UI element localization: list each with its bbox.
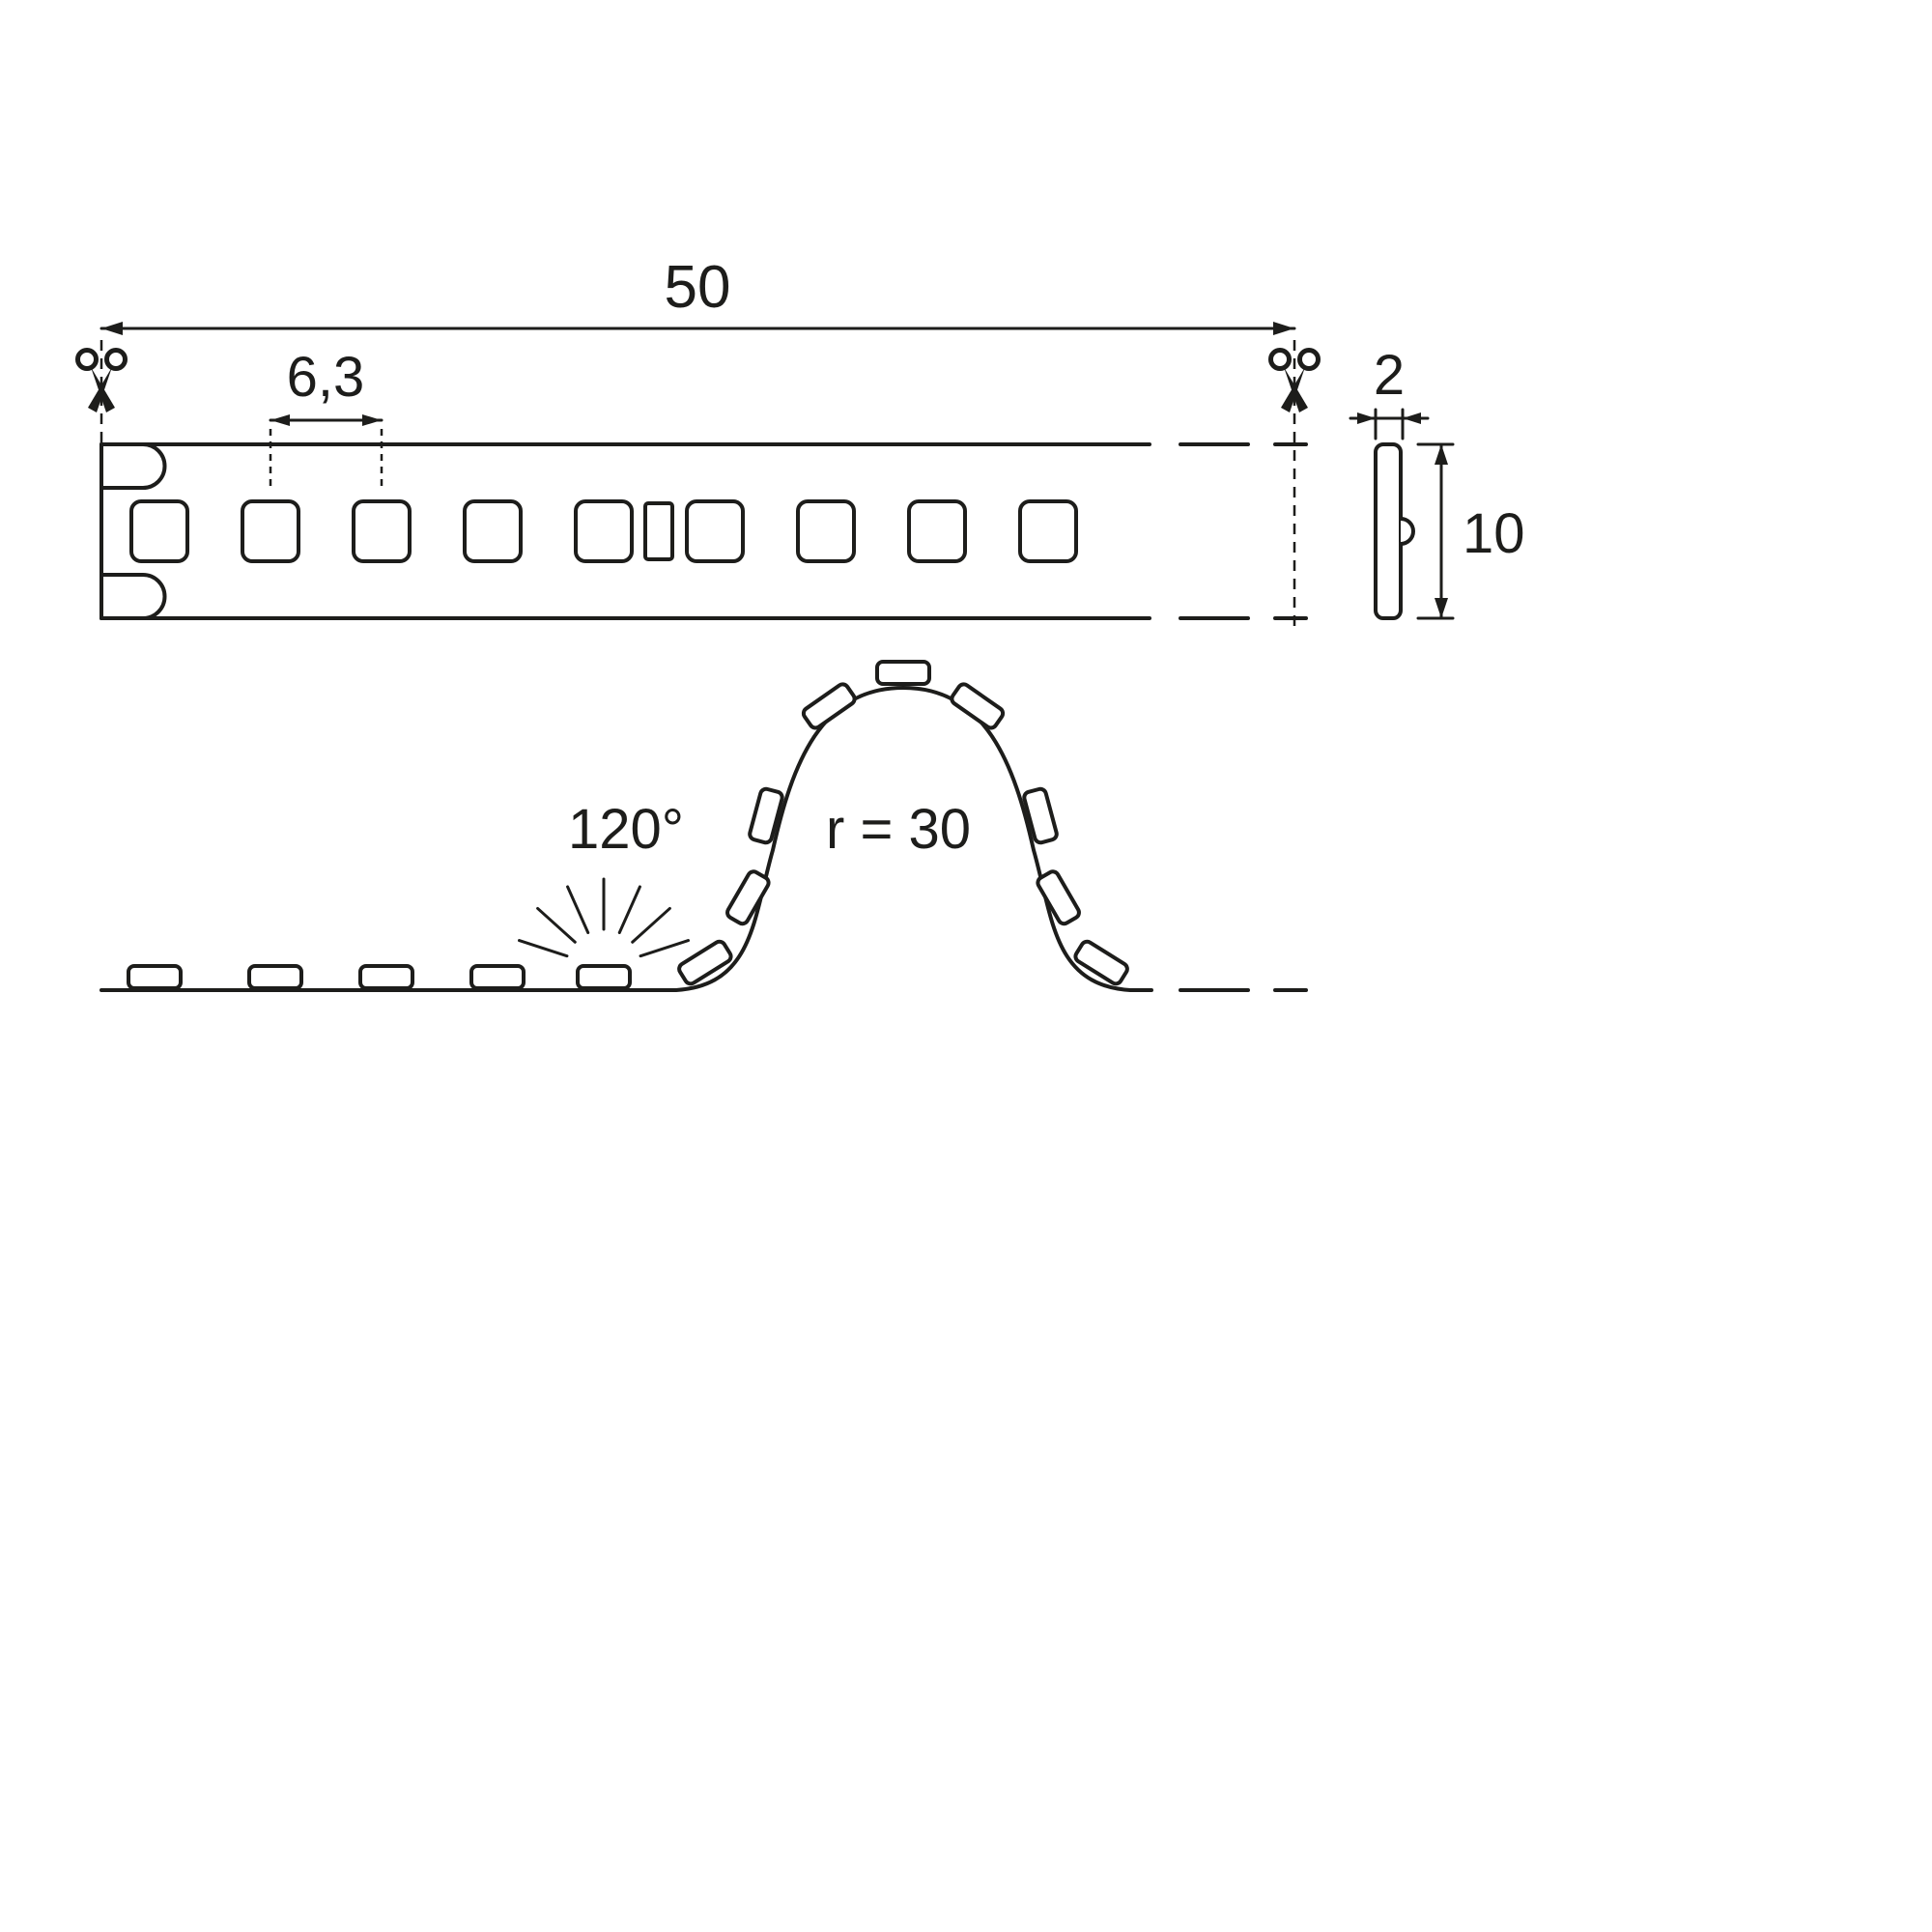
led (574, 499, 634, 563)
light-ray (617, 885, 641, 934)
profile-led (674, 937, 735, 988)
profile-led (948, 680, 1008, 732)
contact-pad-bottom (99, 573, 167, 620)
profile-led (469, 964, 526, 990)
arrowhead-right (1403, 412, 1421, 424)
top-view-leds (129, 499, 1078, 563)
profile-flat-leds (127, 964, 632, 990)
arrowhead-right (362, 414, 382, 426)
profile-led (576, 964, 632, 990)
top-view: 50 6,3 (78, 254, 1319, 633)
resistor-pad (643, 501, 674, 561)
side-view-led-bump (1400, 517, 1415, 546)
profile-view: 120° r = 30 (99, 660, 1308, 992)
led (241, 499, 300, 563)
dim-label-led-pitch: 6,3 (287, 346, 365, 409)
dimension-thickness: 2 (1349, 344, 1430, 440)
side-view: 2 10 (1349, 344, 1525, 620)
led (796, 499, 856, 563)
arrowhead-top (1435, 444, 1448, 465)
led (129, 499, 189, 563)
profile-led (746, 785, 786, 846)
profile-led (127, 964, 183, 990)
profile-led (723, 867, 773, 928)
light-ray (566, 885, 590, 934)
light-ray (631, 906, 671, 944)
light-ray (518, 939, 569, 958)
profile-led (1034, 867, 1084, 928)
arrowhead-right (1273, 322, 1294, 335)
dimension-total-length: 50 (99, 254, 1296, 335)
led (907, 499, 967, 563)
contact-pad-top (99, 442, 167, 490)
light-ray (536, 906, 577, 944)
arrowhead-bottom (1435, 598, 1448, 618)
dim-label-width: 10 (1463, 502, 1525, 565)
profile-led (875, 660, 931, 686)
profile-led (247, 964, 303, 990)
profile-led (358, 964, 414, 990)
bend-radius-label: r = 30 (826, 798, 971, 861)
led (352, 499, 412, 563)
arrowhead-left (270, 414, 290, 426)
dimension-width: 10 (1416, 442, 1525, 620)
light-rays-icon (518, 877, 690, 958)
led (463, 499, 523, 563)
light-ray (639, 939, 690, 958)
led (1018, 499, 1078, 563)
side-view-body (1374, 442, 1403, 620)
dim-label-total-length: 50 (665, 254, 731, 321)
arrowhead-left (101, 322, 123, 335)
arrowhead-left (1357, 412, 1376, 424)
profile-path (99, 686, 1153, 992)
profile-led (1071, 937, 1132, 988)
led (685, 499, 745, 563)
dimension-led-pitch: 6,3 (269, 346, 384, 491)
beam-angle-label: 120° (568, 798, 684, 861)
profile-led (1020, 785, 1061, 846)
profile-led (799, 680, 859, 732)
dim-label-thickness: 2 (1374, 344, 1405, 407)
